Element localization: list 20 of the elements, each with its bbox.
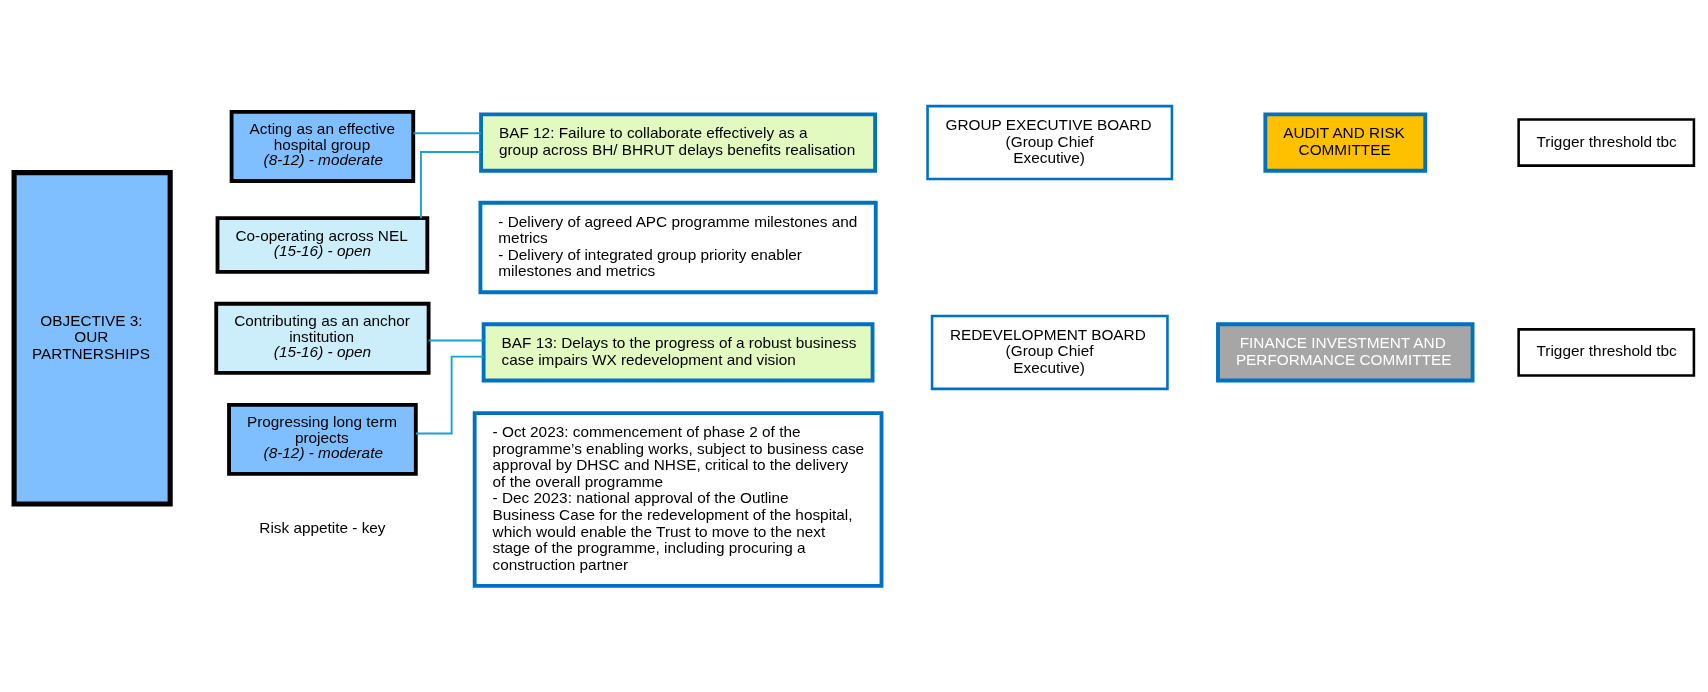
node-box: - Delivery of agreed APC programme milestones and metrics - Delivery of integrated group priority enabler milestones and metrics — [478, 200, 878, 295]
node-box: Trigger threshold tbc — [1517, 118, 1696, 167]
connector — [419, 151, 482, 219]
node-box: - Oct 2023: commencement of phase 2 of the programme’s enabling works, subject to business case approval by DHSC and NHSE, critical to the delivery of the overall programme - Dec 2023: national approval of the Outline Business Case for the redevelopment of the hospital, which would enable the Trust to move to the next stage of the programme, including procuring a construction partner — [472, 411, 884, 588]
node-box: OBJECTIVE 3: OUR PARTNERSHIPS — [11, 170, 173, 507]
node-box: FINANCE INVESTMENT AND PERFORMANCE COMMITTEE — [1216, 322, 1475, 383]
node-box: Acting as an effective hospital group (8-12) - moderate — [229, 109, 416, 183]
connector — [412, 132, 482, 135]
connector — [427, 339, 485, 342]
node-box: Progressing long term projects (8-12) - moderate — [227, 402, 418, 476]
connector — [415, 355, 485, 435]
node-box: GROUP EXECUTIVE BOARD (Group Chief Executive) — [926, 104, 1174, 181]
node-box: Trigger threshold tbc — [1517, 328, 1696, 377]
node-box: REDEVELOPMENT BOARD (Group Chief Executive) — [930, 314, 1169, 391]
node-box: Contributing as an anchor institution (15-16) - open — [214, 301, 431, 375]
node-box: BAF 12: Failure to collaborate effectively as a group across BH/ BHRUT delays benefits realisation — [479, 112, 878, 173]
label: Risk appetite - key — [259, 518, 386, 536]
node-box: Co-operating across NEL (15-16) - open — [215, 216, 430, 274]
node-box: AUDIT AND RISK COMMITTEE — [1263, 112, 1428, 173]
node-box: BAF 13: Delays to the progress of a robust business case impairs WX redevelopment and vision — [481, 322, 875, 383]
